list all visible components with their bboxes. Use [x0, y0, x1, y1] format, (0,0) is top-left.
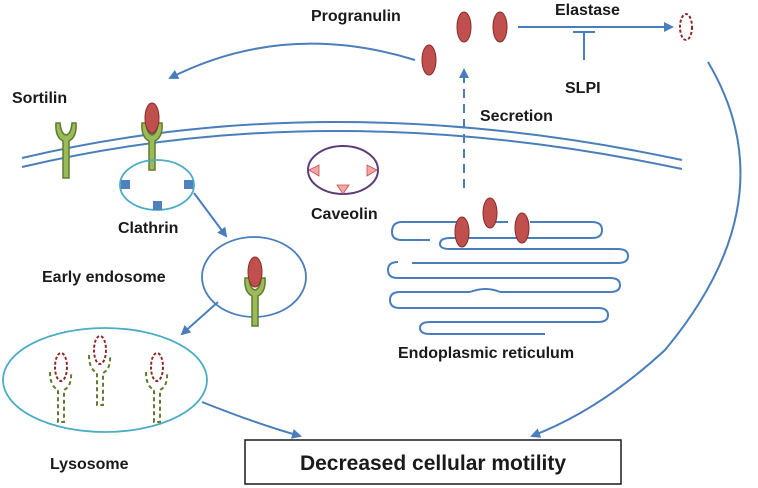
degraded-progranulin — [679, 13, 693, 41]
label-clathrin: Clathrin — [118, 220, 178, 237]
cell-membrane — [21, 121, 683, 170]
progranulin-molecule — [456, 11, 472, 43]
degraded-complex — [88, 335, 112, 406]
sortilin-receptor-bound — [141, 102, 163, 171]
lysosome — [2, 327, 208, 433]
label-early-endosome: Early endosome — [42, 269, 166, 286]
clathrin-vesicle — [119, 159, 195, 211]
label-progranulin: Progranulin — [311, 8, 401, 25]
label-secretion: Secretion — [480, 108, 553, 125]
degraded-complex — [49, 352, 73, 423]
progranulin-group — [421, 11, 508, 76]
progranulin-molecule — [421, 44, 437, 76]
motility-arrow-right — [530, 61, 742, 438]
clathrin-marker — [184, 180, 193, 189]
outcome-box — [244, 439, 622, 485]
outcome-text: Decreased cellular motility — [300, 452, 566, 475]
slpi-inhibition — [573, 31, 595, 60]
early-endosome — [201, 236, 307, 327]
clathrin-marker — [153, 201, 162, 210]
endoplasmic-reticulum — [387, 221, 629, 335]
progranulin-molecule — [492, 11, 508, 43]
label-endoplasmic-reticulum: Endoplasmic reticulum — [398, 345, 574, 362]
endocytosis-arrow — [193, 192, 228, 238]
label-sortilin: Sortilin — [12, 90, 67, 107]
caveolin-vesicle — [307, 145, 379, 195]
label-slpi: SLPI — [565, 80, 601, 97]
endosome-to-lysosome-arrow — [180, 301, 219, 336]
label-lysosome: Lysosome — [50, 456, 129, 473]
clathrin-marker — [121, 180, 130, 189]
motility-arrow-left — [201, 401, 302, 439]
degraded-complex — [145, 352, 169, 423]
sortilin-receptor-free — [55, 122, 77, 179]
label-elastase: Elastase — [555, 2, 620, 19]
uptake-arrow — [168, 42, 416, 79]
er-progranulin-group — [454, 197, 530, 248]
label-caveolin: Caveolin — [311, 206, 378, 223]
